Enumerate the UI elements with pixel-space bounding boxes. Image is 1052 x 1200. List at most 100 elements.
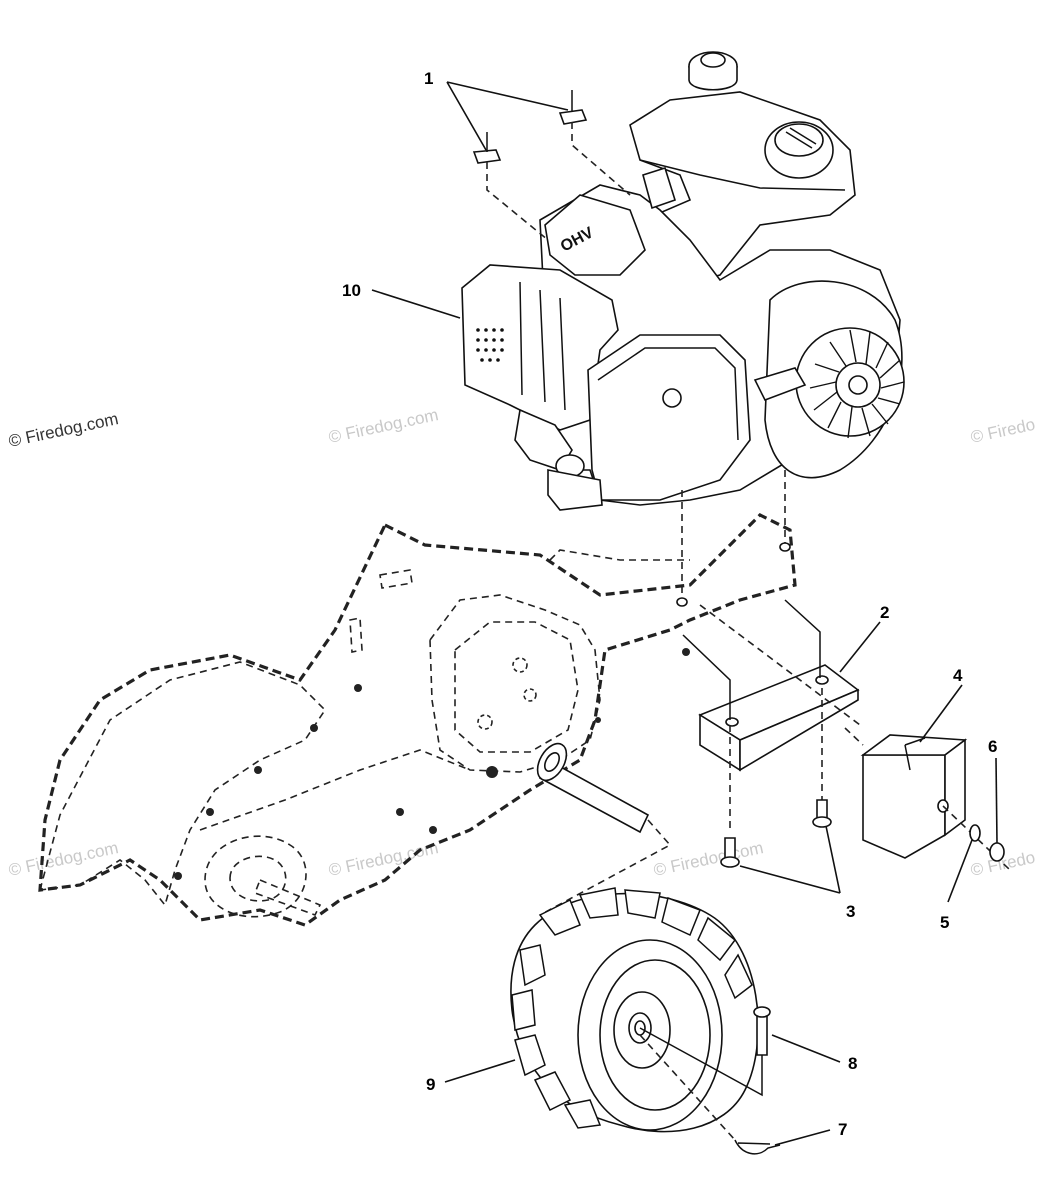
chassis-bolt (254, 766, 262, 774)
weight-right (944, 738, 966, 837)
clip-upper (558, 109, 588, 125)
tine-shaft (253, 878, 322, 916)
callout-1: 1 (424, 69, 433, 88)
chassis-bolt (310, 724, 318, 732)
cover-knob (662, 388, 682, 408)
axle-collar-inner (543, 752, 561, 772)
chassis-bolt (595, 717, 601, 723)
clevis-pin (756, 1011, 768, 1056)
weight-dash (844, 727, 864, 746)
washer (969, 824, 981, 842)
leader-8 (771, 1034, 841, 1063)
part-2-bracket (682, 599, 861, 772)
starter-hub-center (848, 375, 868, 395)
mount-hole (676, 597, 688, 607)
part-9-wheel (510, 887, 759, 1133)
transmission-fitting (523, 688, 537, 702)
leader-10 (371, 289, 461, 319)
tire-treads (511, 887, 753, 1129)
pin-guide (639, 1027, 763, 1097)
bolt-right-shank (816, 799, 828, 819)
chassis-bolt (429, 826, 437, 834)
leader-3 (739, 825, 841, 894)
chassis-outer-edge (38, 513, 797, 927)
leader-1 (446, 81, 569, 151)
bracket-hole (725, 717, 739, 727)
callout-4: 4 (953, 666, 963, 685)
bracket-guide-cross (699, 604, 861, 726)
tine-shield (38, 661, 327, 907)
leader-6 (995, 757, 998, 844)
leader-4 (919, 684, 963, 743)
tiller-chassis (38, 513, 797, 927)
muffler (461, 264, 619, 431)
chassis-bolt (396, 808, 404, 816)
part-5-6-hardware (942, 805, 1011, 871)
transmission-fitting (477, 714, 493, 730)
watermark-lower-center: © Firedog.com (327, 838, 440, 880)
weight-front (862, 754, 946, 859)
transmission-housing (429, 594, 601, 773)
mount-hole (779, 542, 791, 552)
callout-5: 5 (940, 913, 949, 932)
watermark-lower-center-right: © Firedog.com (652, 838, 765, 880)
bolt-left-head (720, 856, 740, 868)
clip-lower-dash (486, 162, 549, 241)
leader-9 (444, 1059, 516, 1083)
callout-10: 10 (342, 281, 361, 300)
fuel-tank-seam (639, 159, 846, 191)
starter-handle (753, 367, 807, 402)
frame-rail (199, 749, 471, 831)
wheel-axle (536, 742, 672, 916)
bracket-guide-left (682, 634, 731, 720)
part-8-pin (639, 1006, 771, 1097)
muffler-vents (476, 328, 504, 362)
watermark-right: © Firedo (969, 415, 1037, 447)
clevis-pin-head (753, 1006, 771, 1018)
tine-hub (204, 835, 307, 918)
engine: OHV (461, 51, 905, 607)
engine-base (547, 469, 603, 511)
chassis-bolt (682, 648, 690, 656)
callout-labels: 1 2 3 4 5 6 7 8 9 10 (342, 69, 997, 1139)
leader-2 (839, 621, 881, 673)
bolt-left-shank (724, 837, 736, 859)
muffler-ribs (519, 281, 566, 411)
chassis-bolt (174, 872, 182, 880)
oil-fill-cap-body (688, 66, 738, 91)
callout-9: 9 (426, 1075, 435, 1094)
chassis-dashed-extension (549, 549, 690, 561)
leader-7 (774, 1129, 831, 1146)
bracket-hole (815, 675, 829, 685)
leader-5 (947, 839, 973, 903)
air-cleaner-edge (597, 347, 739, 441)
transmission-fitting (512, 657, 528, 673)
oil-fill-cap-grip (700, 52, 726, 68)
part-7-clip (639, 1034, 781, 1155)
clip-lower (472, 149, 502, 164)
callout-6: 6 (988, 737, 997, 756)
chassis-bolt (206, 808, 214, 816)
part-1-clips (472, 90, 631, 241)
hairpin-clip (734, 1139, 781, 1155)
valve-cover (544, 194, 646, 276)
transmission-bolt (486, 766, 498, 778)
part-4-weight (844, 727, 968, 859)
leader-lines (371, 81, 998, 1146)
spark-plug-boot (642, 166, 676, 210)
watermark-center: © Firedog.com (327, 405, 440, 447)
watermark-main: © Firedog.com (7, 409, 120, 451)
callout-3: 3 (846, 902, 855, 921)
clip-upper-dash (571, 122, 631, 196)
fuel-cap-grip (785, 127, 817, 149)
transmission-inner (454, 621, 579, 753)
mount-slot-lower (349, 617, 363, 653)
chassis-bolt (354, 684, 362, 692)
bracket-face (739, 688, 859, 772)
starter-fins (809, 329, 905, 439)
mount-slot-upper (379, 569, 413, 589)
nut (989, 842, 1005, 862)
callout-7: 7 (838, 1120, 847, 1139)
callout-8: 8 (848, 1054, 857, 1073)
